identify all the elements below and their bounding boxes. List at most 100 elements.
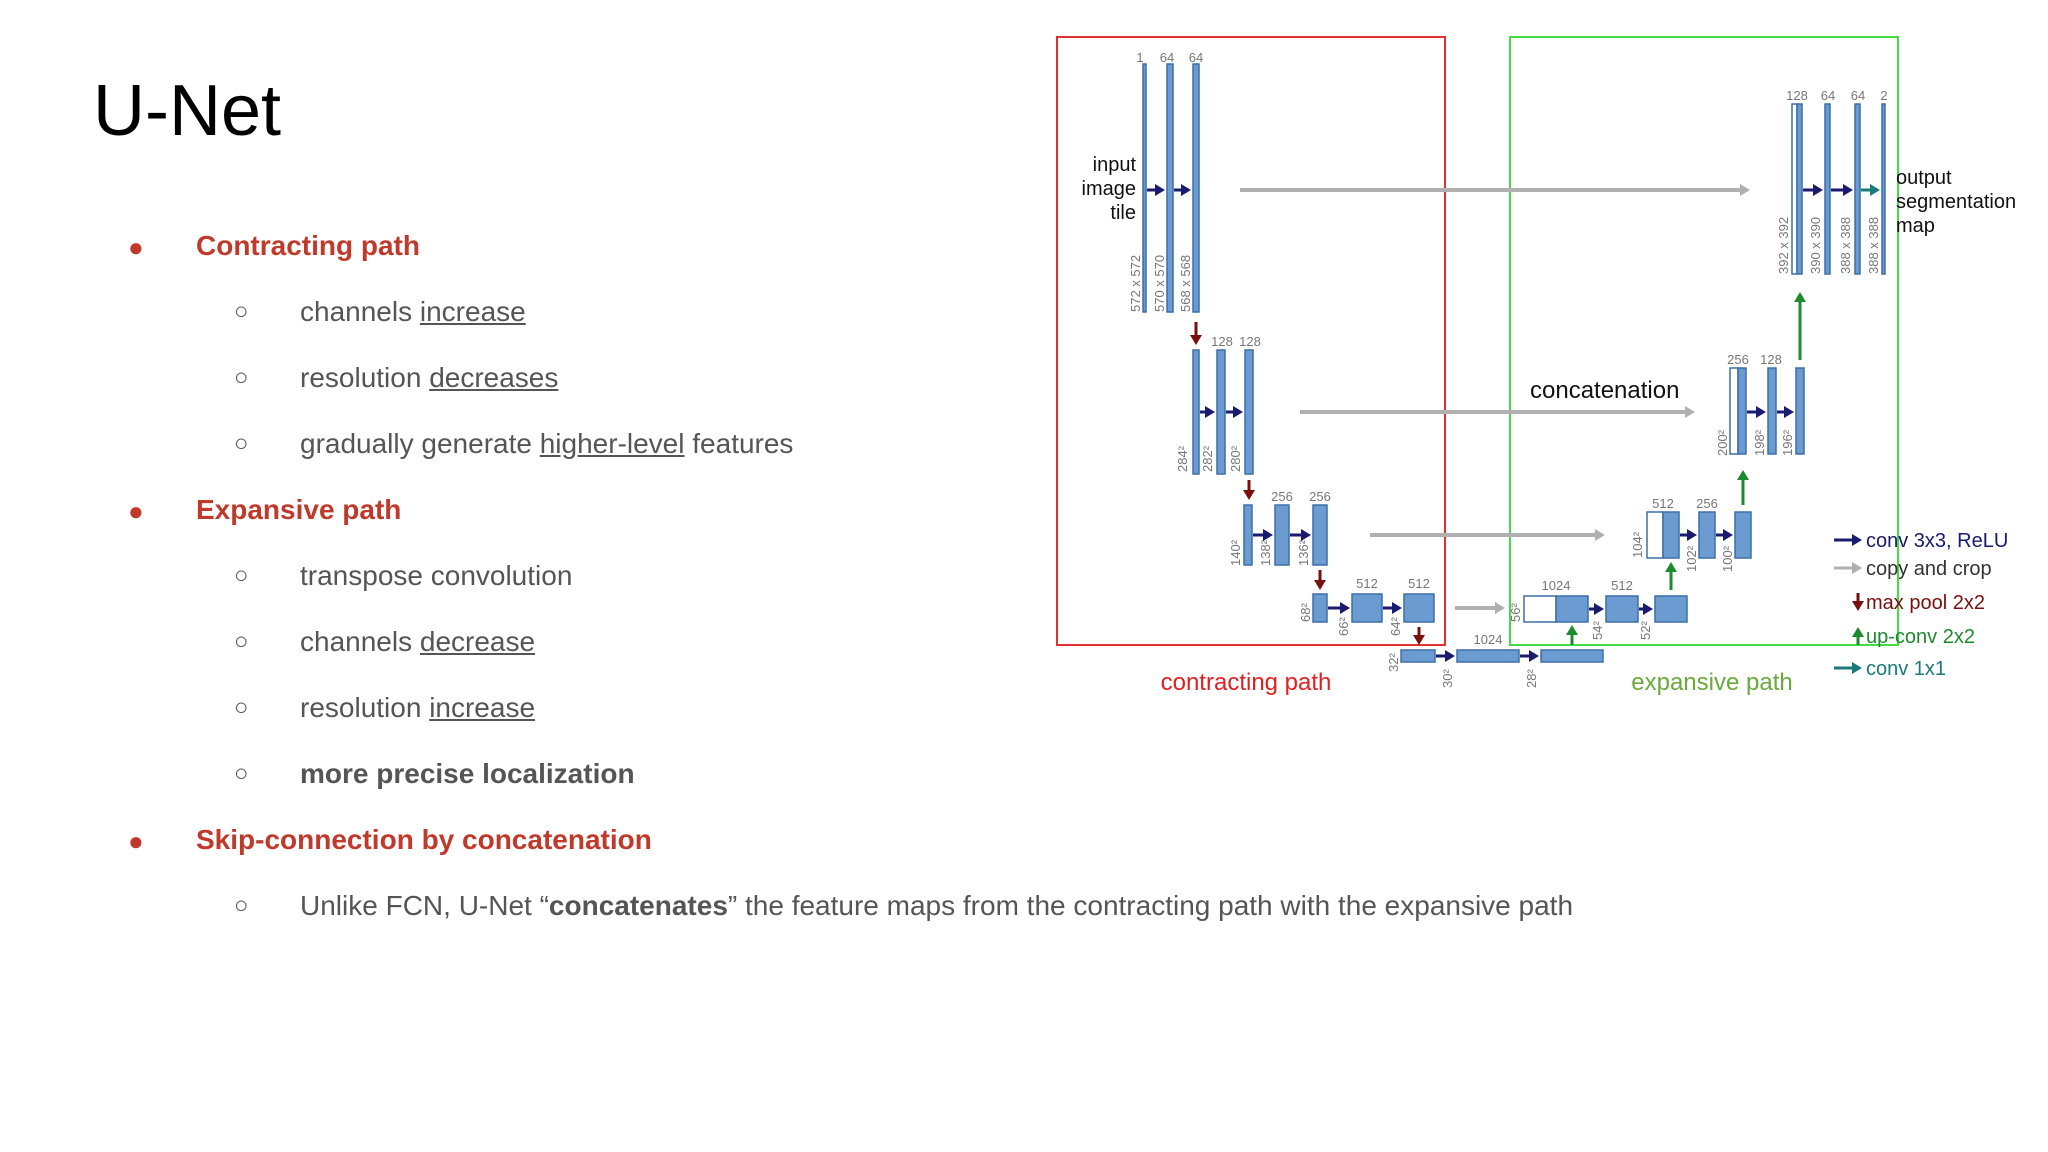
upconv-arrow-head [1794, 292, 1806, 302]
conv-arrow-head [1687, 529, 1697, 541]
block-l2-c [1244, 349, 1254, 475]
block-l4-b [1351, 593, 1383, 623]
size-label: 198² [1752, 429, 1767, 456]
output-label: output [1896, 167, 1952, 189]
conv-arrow-head [1181, 184, 1191, 196]
conv-arrow-head [1813, 184, 1823, 196]
upconv-arrow-head [1737, 470, 1749, 480]
channel-label: 64 [1189, 50, 1203, 65]
input-label: input [1093, 154, 1137, 176]
size-label: 570 x 570 [1152, 255, 1167, 312]
contracting-box [1056, 36, 1446, 646]
size-label: 28² [1524, 669, 1539, 688]
block-l5-c [1540, 649, 1604, 663]
block-r3-c [1734, 511, 1752, 559]
channel-label: 512 [1408, 576, 1430, 591]
block-r1-c [1854, 103, 1861, 275]
legend-copy-arrow-head [1852, 562, 1862, 574]
channel-label: 512 [1356, 576, 1378, 591]
channel-label: 128 [1239, 334, 1261, 349]
sub-bullet-dot: ○ [234, 562, 249, 589]
channel-label: 128 [1760, 352, 1782, 367]
block-r2-b [1767, 367, 1777, 455]
contracting-path-label: contracting path [1161, 669, 1332, 696]
sub-bullet-higher-level-features: gradually generate higher-level features [300, 428, 794, 459]
channel-label: 1024 [1474, 632, 1503, 647]
block-r4-c [1654, 595, 1688, 623]
sub-bullet-dot: ○ [234, 628, 249, 655]
conv-arrow-head [1155, 184, 1165, 196]
sub-bullet-dot: ○ [234, 760, 249, 787]
block-l4-a [1312, 593, 1328, 623]
conv-arrow-head [1594, 603, 1604, 615]
size-label: 104² [1630, 531, 1645, 558]
size-label: 56² [1508, 603, 1523, 622]
block-l4-c [1403, 593, 1435, 623]
channel-label: 64 [1821, 88, 1835, 103]
conv-arrow-head [1233, 406, 1243, 418]
block-r1-d [1881, 103, 1886, 275]
output-label: map [1896, 215, 1935, 237]
sub-bullet-precise-localization: more precise localization [300, 758, 635, 789]
block-r2-copy [1729, 367, 1739, 455]
sub-bullet-channels-increase: channels increase [300, 296, 526, 327]
sub-bullet-channels-decrease: channels decrease [300, 626, 536, 657]
block-l3-c [1312, 504, 1328, 566]
channel-label: 512 [1652, 496, 1674, 511]
legend-final-arrow-head [1852, 662, 1862, 674]
block-r3-b [1698, 511, 1716, 559]
size-label: 54² [1590, 621, 1605, 640]
channel-label: 512 [1611, 578, 1633, 593]
legend-upconv-arrow-head [1852, 627, 1864, 637]
block-r1-a [1796, 103, 1803, 275]
sub-bullet-dot: ○ [234, 892, 249, 919]
channel-label: 1024 [1542, 578, 1571, 593]
pool-arrow-head [1314, 580, 1326, 590]
size-label: 282² [1200, 445, 1215, 472]
size-label: 66² [1336, 617, 1351, 636]
upconv-arrow-head [1665, 562, 1677, 572]
block-r4-b [1605, 595, 1639, 623]
block-l1-a [1142, 63, 1147, 313]
copy-crop-arrow-head [1595, 529, 1605, 541]
bullet-dot: ● [128, 232, 144, 262]
size-label: 32² [1386, 653, 1401, 672]
bullet-expansive-path: Expansive path [196, 494, 402, 525]
size-label: 280² [1228, 445, 1243, 472]
sub-bullet-dot: ○ [234, 430, 249, 457]
size-label: 30² [1440, 669, 1455, 688]
block-r3-copy [1646, 511, 1664, 559]
channel-label: 256 [1309, 489, 1331, 504]
conv-arrow-head [1843, 184, 1853, 196]
block-r2-a [1737, 367, 1747, 455]
size-label: 100² [1720, 545, 1735, 572]
size-label: 138² [1258, 539, 1273, 566]
size-label: 102² [1684, 545, 1699, 572]
legend-label: up-conv 2x2 [1866, 626, 1975, 648]
block-l3-b [1274, 504, 1290, 566]
channel-label: 128 [1211, 334, 1233, 349]
legend-label: copy and crop [1866, 558, 1992, 580]
conv-arrow-head [1263, 529, 1273, 541]
sub-bullet-resolution-decreases: resolution decreases [300, 362, 559, 393]
block-l2-b [1216, 349, 1226, 475]
block-l5-a [1400, 649, 1436, 663]
size-label: 68² [1298, 603, 1313, 622]
size-label: 388 x 388 [1866, 217, 1881, 274]
size-label: 392 x 392 [1776, 217, 1791, 274]
block-l1-b [1166, 63, 1174, 313]
upconv-arrow-head [1566, 625, 1578, 635]
size-label: 196² [1780, 429, 1795, 456]
conv-arrow-head [1340, 602, 1350, 614]
size-label: 390 x 390 [1808, 217, 1823, 274]
channel-label: 256 [1696, 496, 1718, 511]
bullet-dot: ● [128, 826, 144, 856]
sub-bullet-dot: ○ [234, 694, 249, 721]
channel-label: 64 [1851, 88, 1865, 103]
copy-crop-arrow-head [1685, 406, 1695, 418]
block-l5-b [1456, 649, 1520, 663]
conv-arrow-head [1445, 650, 1455, 662]
channel-label: 1 [1136, 50, 1143, 65]
legend-pool-arrow-head [1852, 601, 1864, 611]
conv-arrow-head [1756, 406, 1766, 418]
